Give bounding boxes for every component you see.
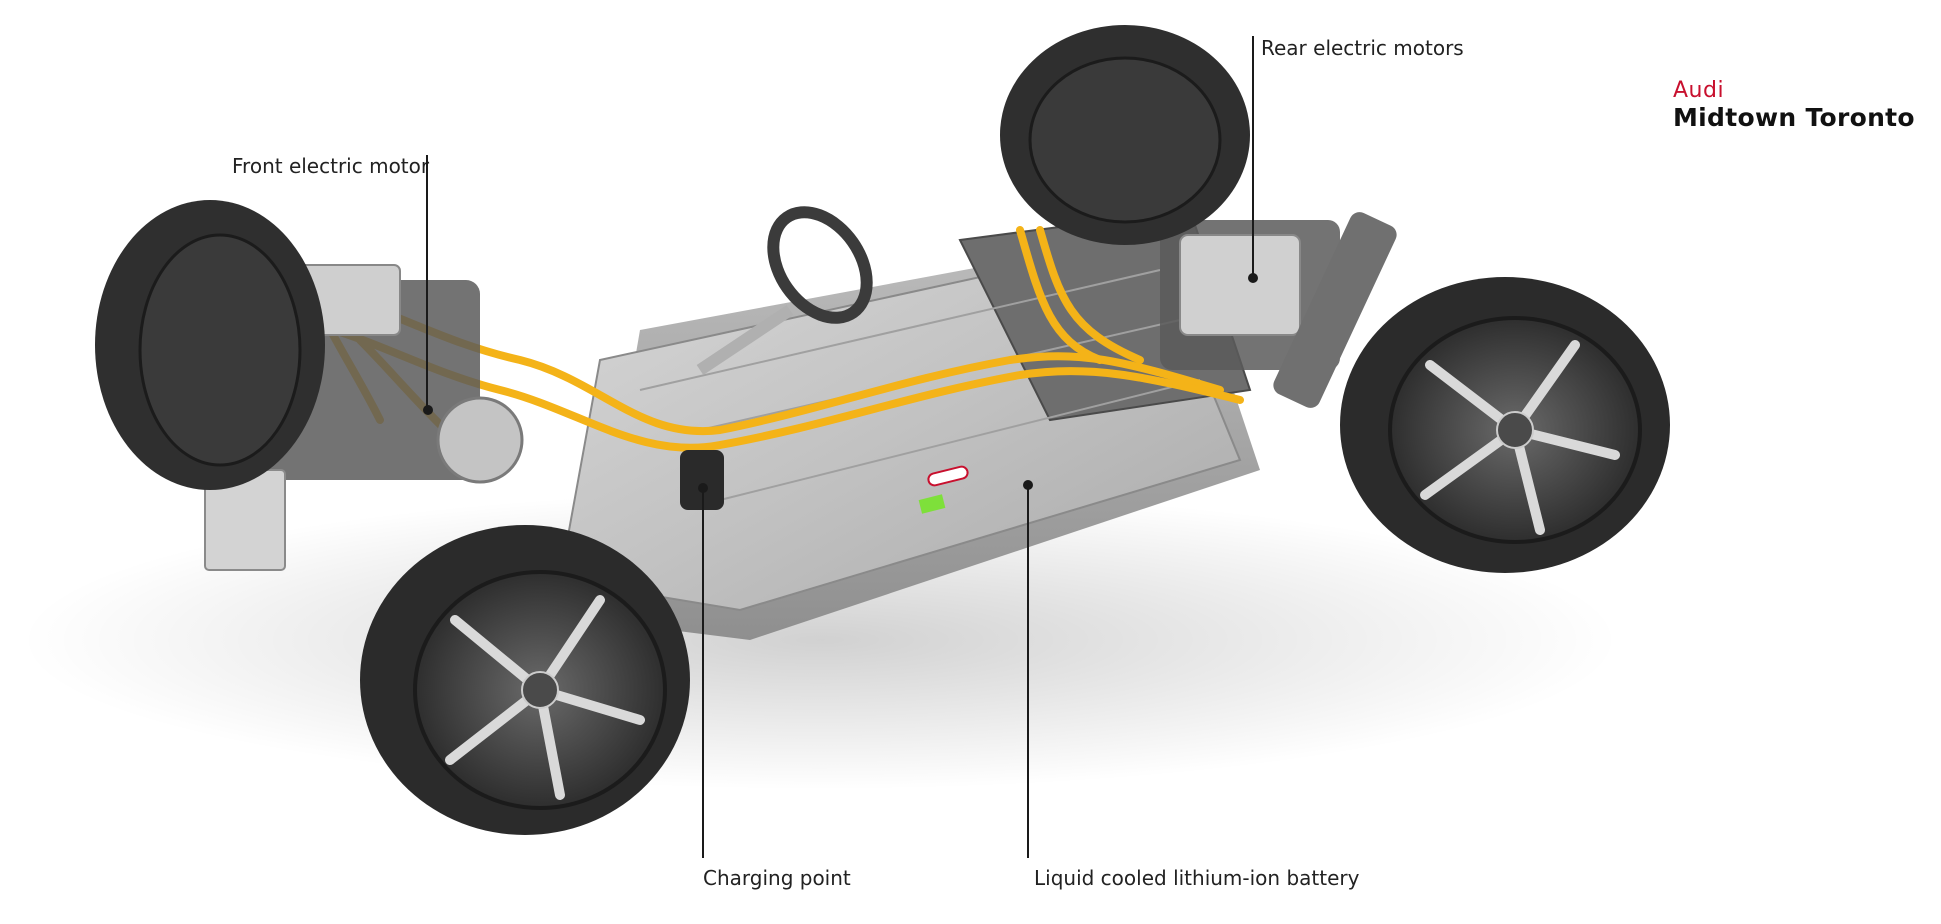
callout-front-motor-leader bbox=[426, 155, 428, 410]
dealer-name: Midtown Toronto bbox=[1673, 103, 1915, 132]
wheel-rear-right bbox=[1340, 277, 1670, 573]
callout-battery-label: Liquid cooled lithium-ion battery bbox=[1034, 866, 1360, 890]
rear-motors-anchor-dot bbox=[1248, 273, 1258, 283]
rear-motor-assembly bbox=[1160, 212, 1397, 408]
callout-front-motor-label: Front electric motor bbox=[232, 154, 430, 178]
dealer-brand: Audi Midtown Toronto bbox=[1673, 78, 1915, 132]
wheel-rear-left bbox=[1000, 25, 1250, 245]
callout-charging-point-leader bbox=[702, 488, 704, 858]
steering-wheel bbox=[696, 206, 873, 375]
wheel-front-left bbox=[95, 200, 325, 490]
callout-rear-motors-leader bbox=[1252, 36, 1254, 278]
brand-name: Audi bbox=[1673, 78, 1725, 103]
wheel-front-right bbox=[360, 525, 690, 835]
callout-rear-motors-label: Rear electric motors bbox=[1261, 36, 1464, 60]
callout-charging-point-label: Charging point bbox=[703, 866, 851, 890]
front-motor-anchor-dot bbox=[423, 405, 433, 415]
callout-battery-leader bbox=[1027, 485, 1029, 858]
